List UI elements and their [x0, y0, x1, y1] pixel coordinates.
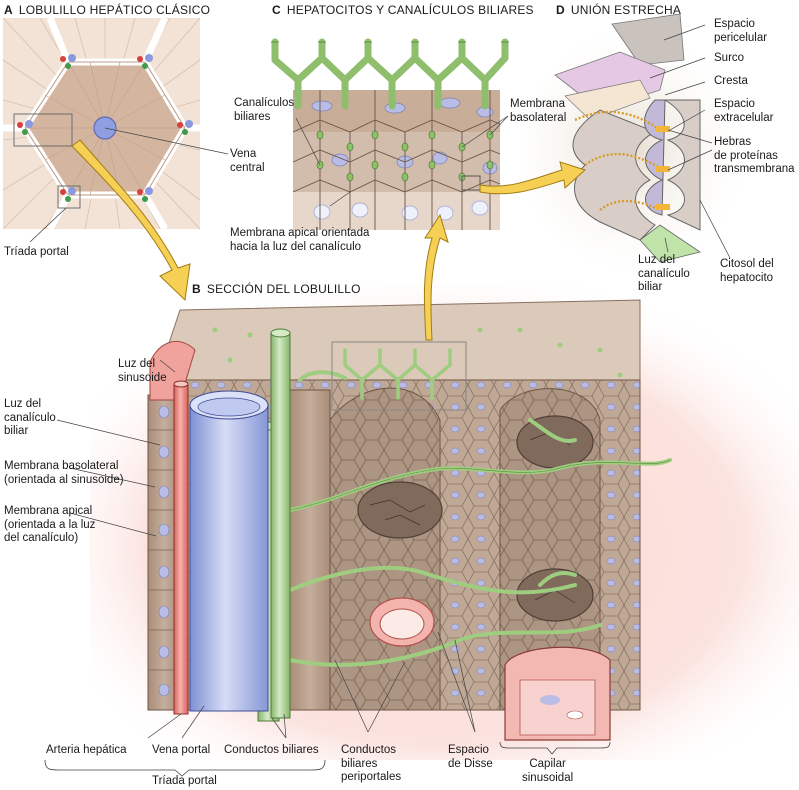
panel-c-hepatocytes: [271, 38, 509, 230]
label-portal-triad-b: Tríada portal: [152, 775, 217, 787]
panel-b-title: B SECCIÓN DEL LOBULILLO: [192, 282, 361, 296]
label-bile-ducts: Conductos biliares: [224, 744, 319, 756]
panel-d-letter: D: [556, 3, 565, 17]
label-line: central: [230, 161, 265, 174]
label-line: extracelular: [714, 111, 774, 124]
label-line: Membrana: [510, 98, 565, 110]
label-line: hepatocito: [720, 271, 774, 284]
panel-c-letter: C: [272, 3, 281, 17]
label-line: Espacio: [448, 744, 489, 756]
label-portal-vein: Vena portal: [152, 744, 211, 756]
label-line: periportales: [341, 771, 402, 783]
panel-d-title: D UNIÓN ESTRECHA: [556, 3, 681, 17]
label-line: basolateral: [510, 111, 567, 124]
label-line: del canalículo): [4, 532, 79, 544]
label-line: sinusoidal: [522, 771, 574, 784]
label-line: (orientada a la luz: [4, 518, 96, 531]
label-line: canalículo: [4, 411, 56, 424]
label-line: biliares: [234, 110, 271, 123]
label-line: Canalículos: [234, 97, 295, 109]
panel-a-title: A LOBULILLO HEPÁTICO CLÁSICO: [4, 3, 210, 17]
label-line: sinusoide: [118, 371, 167, 384]
panel-d-heading: UNIÓN ESTRECHA: [570, 3, 682, 17]
label-line: (orientada al sinusoide): [4, 473, 124, 486]
panel-b-letter: B: [192, 282, 201, 296]
label-line: Luz del: [4, 398, 42, 410]
label-line: Espacio: [714, 98, 755, 110]
label-line: Membrana apical: [4, 505, 93, 517]
label-line: de Disse: [448, 757, 493, 770]
label-line: Conductos: [341, 744, 396, 756]
label-hepatic-artery: Arteria hepática: [46, 744, 127, 756]
portal-triads: [17, 54, 193, 202]
label-groove: Surco: [714, 52, 745, 64]
label-line: biliar: [638, 281, 663, 293]
label-line: Vena: [230, 148, 257, 160]
label-ridge: Cresta: [714, 75, 748, 87]
link-arrows: [71, 139, 586, 341]
panel-c-title: C HEPATOCITOS Y CANALÍCULOS BILIARES: [272, 3, 534, 17]
panel-a-heading: LOBULILLO HEPÁTICO CLÁSICO: [18, 3, 211, 17]
label-line: transmembrana: [714, 163, 795, 175]
panel-b-heading: SECCIÓN DEL LOBULILLO: [206, 282, 361, 296]
label-line: hacia la luz del canalículo: [230, 240, 362, 253]
label-basolateral-membrane-b: Membrana basolateral(orientada al sinuso…: [4, 460, 124, 487]
panel-a-lobule: [2, 16, 229, 243]
label-line: biliares: [341, 757, 378, 770]
panel-c-heading: HEPATOCITOS Y CANALÍCULOS BILIARES: [286, 3, 534, 17]
label-line: Luz del: [638, 254, 676, 266]
label-line: biliar: [4, 425, 29, 437]
label-line: Capilar: [529, 758, 566, 770]
label-line: de proteínas: [714, 149, 778, 162]
panel-d-tight-junction: [520, 13, 760, 270]
panel-a-letter: A: [4, 3, 13, 17]
label-line: Espacio: [714, 18, 755, 30]
label-line: Membrana basolateral: [4, 460, 119, 472]
label-line: canalículo: [638, 267, 690, 280]
label-line: Hebras: [714, 136, 752, 148]
label-line: pericelular: [714, 31, 768, 44]
label-portal-triad-a: Tríada portal: [4, 246, 69, 258]
label-line: Membrana apical orientada: [230, 227, 370, 239]
label-line: Citosol del: [720, 258, 774, 270]
label-line: Luz del: [118, 358, 156, 370]
panel-b-lobule-section: [44, 285, 799, 777]
